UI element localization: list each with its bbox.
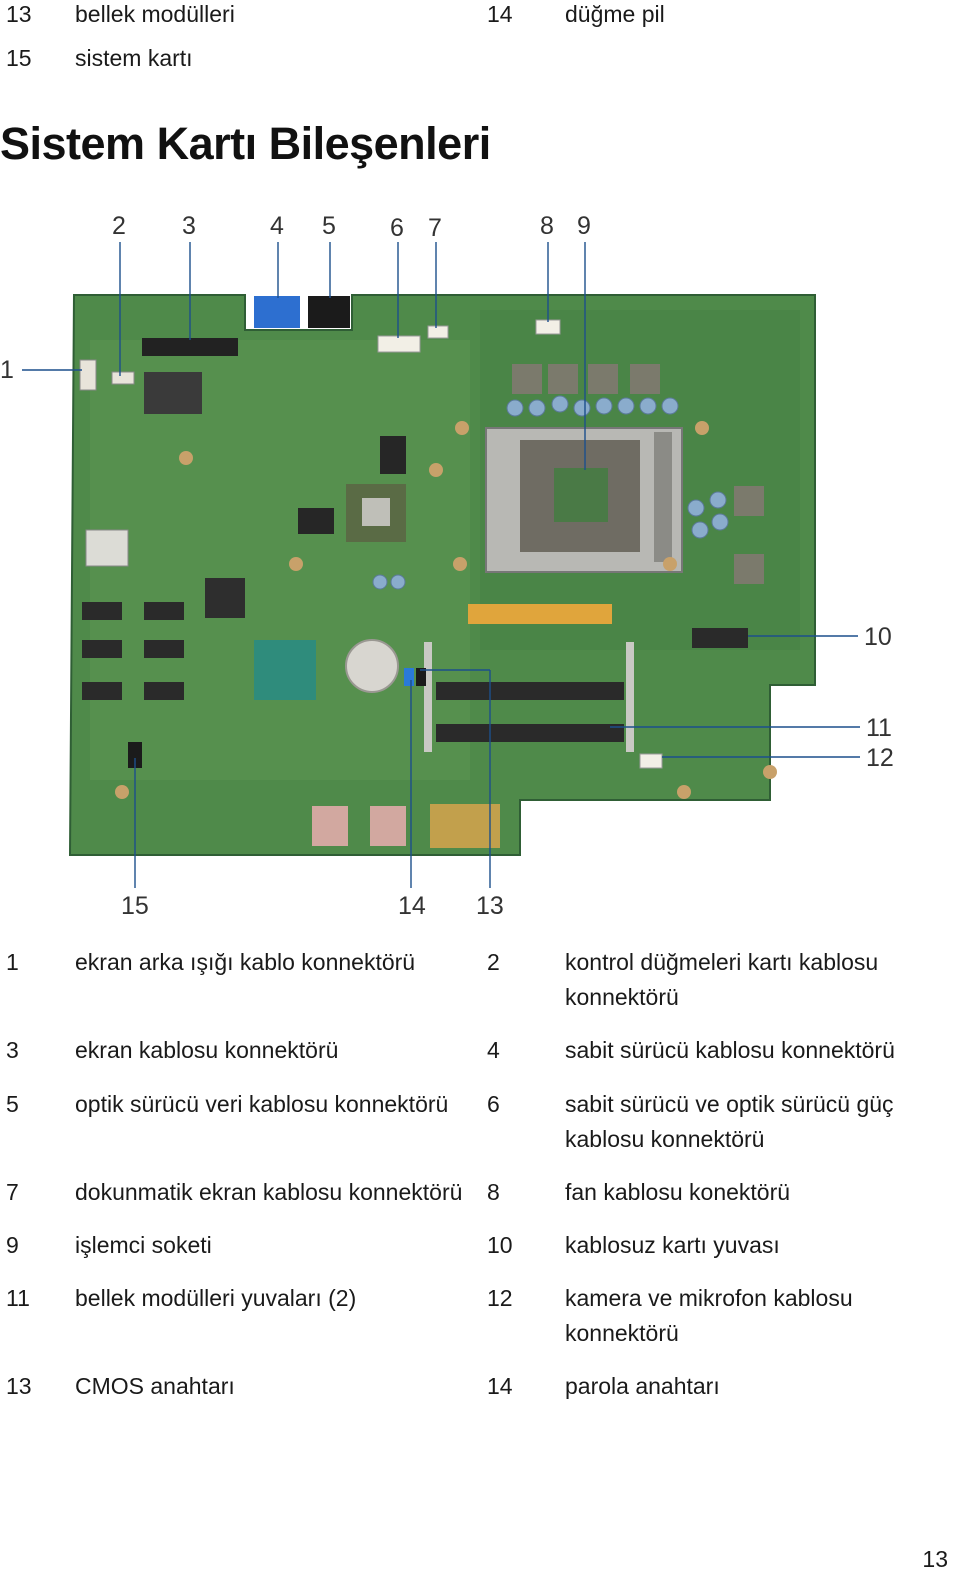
touch-connector [427, 325, 449, 339]
chip [380, 436, 406, 474]
cmos-jumper [416, 668, 426, 686]
chip [205, 578, 245, 618]
legend-label: bellek modülleri yuvaları (2) [75, 1285, 357, 1311]
label-strip [468, 604, 612, 624]
callout-1: 1 [0, 356, 14, 384]
callout-12: 12 [866, 744, 894, 772]
callout-14: 14 [398, 892, 426, 920]
hdmi-port [144, 682, 184, 700]
item-number: 13 [6, 1, 32, 27]
legend-label: ekran kablosu konnektörü [75, 1037, 339, 1063]
legend-label: fan kablosu konektörü [565, 1179, 791, 1205]
memory-slot [436, 724, 624, 742]
power-connector [377, 335, 421, 353]
legend-number: 6 [487, 1091, 500, 1117]
legend-label: kontrol düğmeleri kartı kablosu konnektö… [565, 949, 879, 1010]
system-board-diagram: 1 2 3 4 5 6 7 8 9 10 11 12 13 14 15 [0, 212, 894, 920]
usb-port [82, 602, 122, 620]
usb-port [144, 602, 184, 620]
hdd-connector [254, 296, 300, 328]
legend-number: 4 [487, 1037, 500, 1063]
backlight-connector [79, 359, 97, 391]
legend-label: ekran arka ışığı kablo konnektörü [75, 949, 416, 975]
legend-number: 13 [6, 1373, 32, 1399]
control-button-connector [111, 371, 135, 385]
fan-connector [535, 319, 561, 335]
password-jumper [404, 668, 414, 686]
odd-data-connector [308, 296, 350, 328]
legend-number: 14 [487, 1373, 513, 1399]
callout-15: 15 [121, 892, 149, 920]
usb-port [370, 806, 406, 846]
legend-number: 2 [487, 949, 500, 975]
item-number: 14 [487, 1, 513, 27]
legend-label: sabit sürücü ve optik sürücü güç kablosu… [565, 1091, 894, 1152]
legend-label: CMOS anahtarı [75, 1373, 235, 1399]
memory-slot-frame [424, 642, 432, 752]
callout-8: 8 [540, 212, 554, 240]
callout-10: 10 [864, 623, 892, 651]
ethernet-port [85, 529, 129, 567]
inductors [512, 364, 764, 584]
sd-card-slot [430, 804, 500, 848]
memory-slot-frame [626, 642, 634, 752]
chip [362, 498, 390, 526]
legend-label: işlemci soketi [75, 1232, 212, 1258]
item-label: sistem kartı [75, 45, 193, 71]
cpu-socket-center [554, 468, 608, 522]
callout-2: 2 [112, 212, 126, 240]
callout-5: 5 [322, 212, 336, 240]
legend-number: 5 [6, 1091, 19, 1117]
legend-number: 10 [487, 1232, 513, 1258]
callout-13: 13 [476, 892, 504, 920]
legend-label: optik sürücü veri kablosu konnektörü [75, 1091, 449, 1117]
legend-label: parola anahtarı [565, 1373, 720, 1399]
legend-number: 9 [6, 1232, 19, 1258]
usb-port [82, 640, 122, 658]
item-label: bellek modülleri [75, 1, 235, 27]
memory-slot [436, 682, 624, 700]
chipset [254, 640, 316, 700]
camera-connector [639, 753, 663, 769]
legend-number: 7 [6, 1179, 19, 1205]
callout-11: 11 [866, 714, 892, 742]
section-heading: Sistem Kartı Bileşenleri [0, 118, 491, 169]
legend-number: 3 [6, 1037, 19, 1063]
legend-label: dokunmatik ekran kablosu konnektörü [75, 1179, 463, 1205]
chip [144, 372, 202, 414]
callout-7: 7 [428, 214, 442, 242]
legend-label: kamera ve mikrofon kablosu konnektörü [565, 1285, 853, 1346]
chip [298, 508, 334, 534]
callout-6: 6 [390, 214, 404, 242]
legend-label: sabit sürücü kablosu konnektörü [565, 1037, 895, 1063]
legend-number: 1 [6, 949, 19, 975]
legend-number: 12 [487, 1285, 513, 1311]
legend-number: 8 [487, 1179, 500, 1205]
pin-header [128, 742, 142, 768]
usb-port [144, 640, 184, 658]
wireless-slot [692, 628, 748, 648]
leader-lines [22, 242, 860, 888]
callout-3: 3 [182, 212, 196, 240]
item-label: düğme pil [565, 1, 665, 27]
callout-4: 4 [270, 212, 284, 240]
display-cable-connector [142, 338, 238, 356]
capacitors [372, 395, 729, 590]
page-number: 13 [922, 1546, 948, 1572]
mounting-holes [115, 421, 777, 799]
callout-9: 9 [577, 212, 591, 240]
hdmi-port [82, 682, 122, 700]
legend-number: 11 [6, 1285, 30, 1311]
cpu-lever [654, 432, 672, 562]
legend-label: kablosuz kartı yuvası [565, 1232, 780, 1258]
item-number: 15 [6, 45, 32, 71]
usb-port [312, 806, 348, 846]
coin-cell [345, 639, 399, 693]
